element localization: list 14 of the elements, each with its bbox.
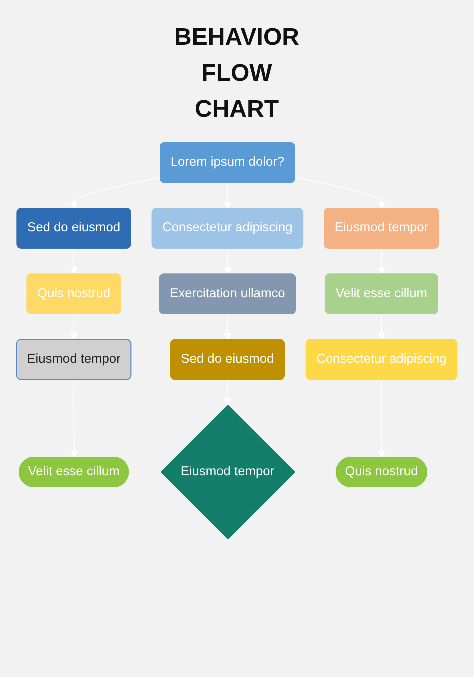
arrow (294, 177, 386, 210)
arrow (70, 248, 78, 275)
arrow (224, 380, 232, 406)
arrow (224, 248, 232, 275)
arrow (378, 248, 386, 275)
node-diamond: Eiusmod tempor (160, 404, 296, 540)
arrow (378, 380, 386, 458)
arrow (378, 314, 386, 341)
arrow (70, 177, 162, 210)
arrow (70, 314, 78, 341)
arrow (224, 314, 232, 341)
arrow (224, 182, 232, 210)
title: BEHAVIOR FLOW CHART (174, 23, 300, 125)
arrow (70, 380, 78, 458)
